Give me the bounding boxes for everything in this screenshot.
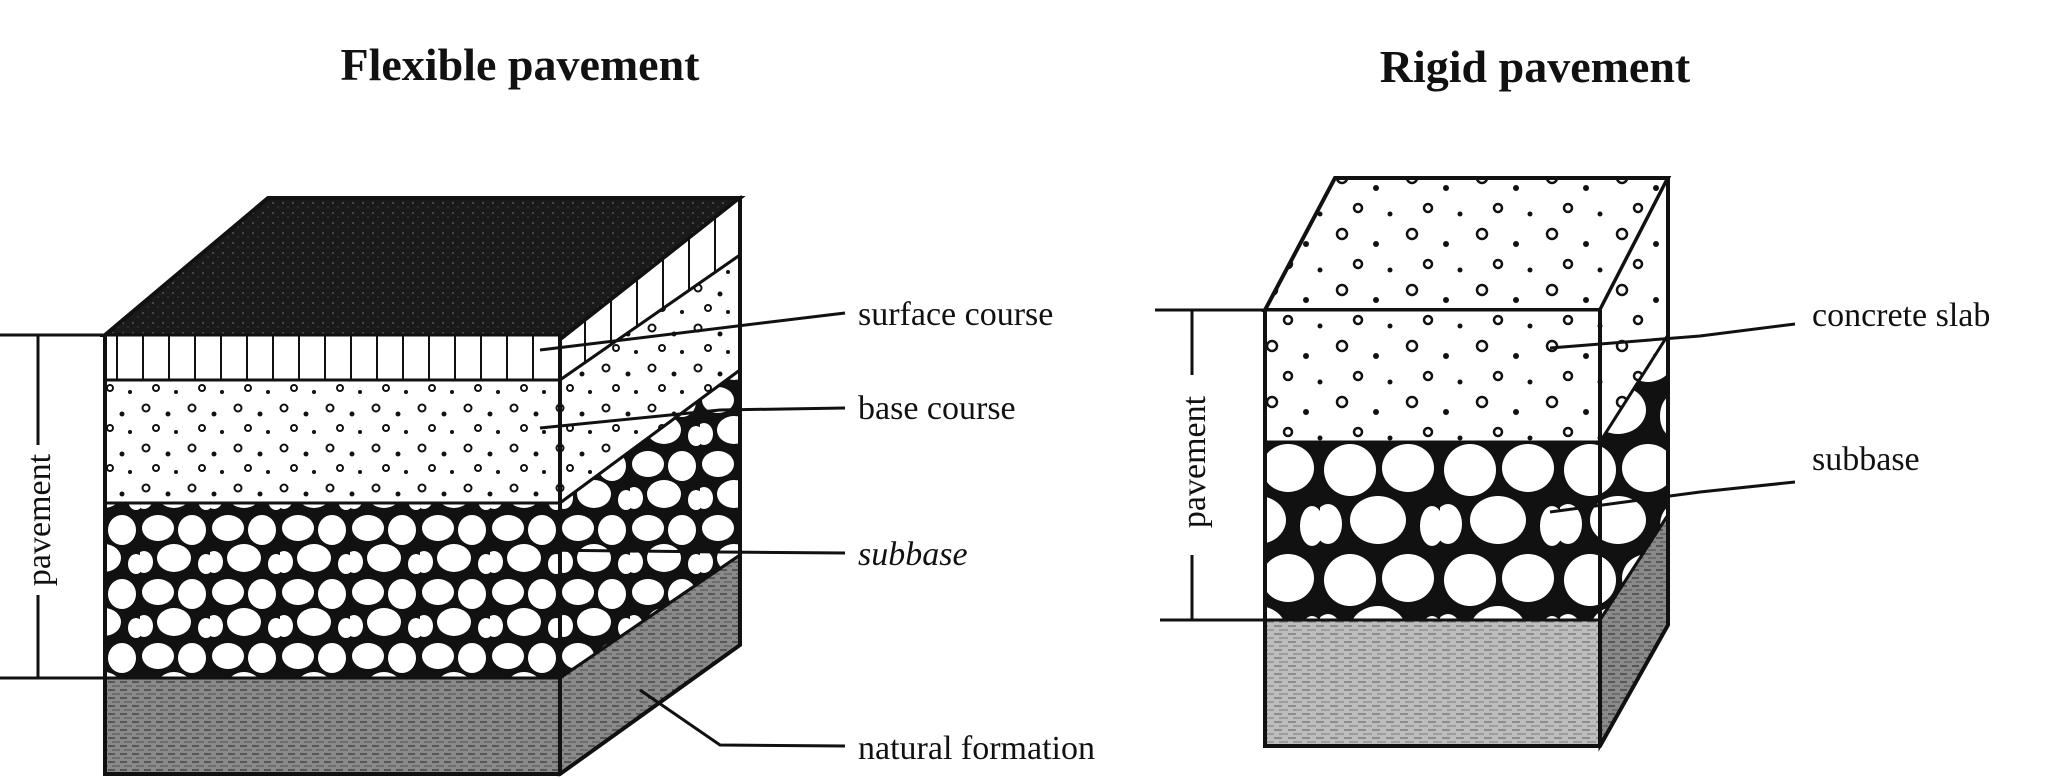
flexible-title: Flexible pavement	[341, 39, 701, 90]
rigid-pavement-dimension: pavement	[1155, 308, 1265, 622]
flexible-front-base	[103, 378, 562, 505]
flexible-front-subbase	[103, 501, 562, 680]
label-surface-course: surface course	[858, 296, 1053, 333]
rigid-front-slab	[1263, 308, 1602, 444]
rigid-pavement-label: pavement	[1176, 395, 1213, 528]
rigid-block	[1261, 176, 1672, 752]
label-flexible-subbase: subbase	[858, 536, 968, 573]
rigid-title: Rigid pavement	[1380, 41, 1691, 92]
rigid-top-face	[1261, 176, 1672, 312]
label-rigid-subbase: subbase	[1812, 441, 1920, 478]
flexible-pavement-dimension: pavement	[0, 333, 105, 680]
flexible-leaders	[539, 311, 846, 748]
rigid-leaders	[1549, 322, 1796, 514]
label-natural-formation: natural formation	[858, 730, 1095, 767]
rigid-front-subbase	[1263, 440, 1602, 622]
label-concrete-slab: concrete slab	[1812, 297, 1990, 334]
rigid-front-natural	[1263, 618, 1602, 748]
label-base-course: base course	[858, 390, 1016, 427]
flexible-pavement-label: pavement	[21, 453, 58, 586]
flexible-front-natural	[103, 676, 562, 776]
flexible-block	[99, 194, 746, 777]
flexible-front-surface	[103, 333, 562, 382]
